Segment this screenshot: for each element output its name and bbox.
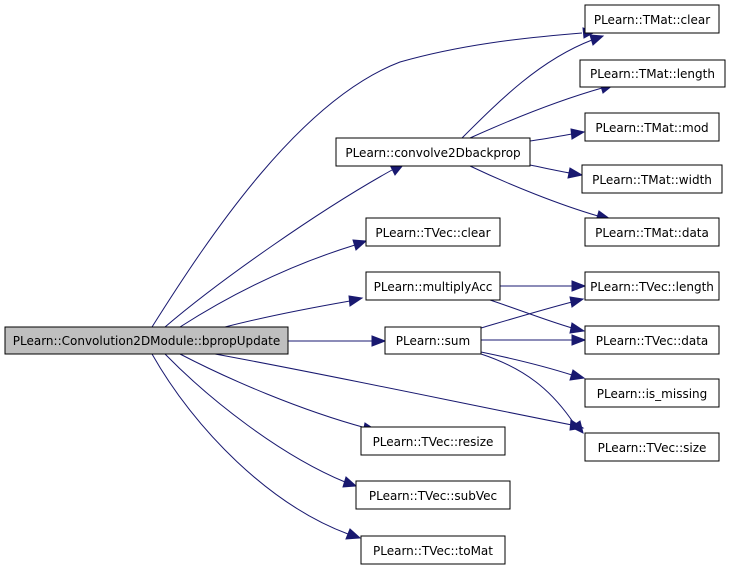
edge-bpropupdate-to-multiplyacc: [224, 295, 364, 328]
node-label: PLearn::TVec::resize: [373, 435, 494, 449]
node-label: PLearn::TMat::width: [592, 173, 712, 187]
edge-sum-to-tvec-data: [481, 334, 587, 346]
node-tvec-resize[interactable]: PLearn::TVec::resize: [360, 426, 506, 456]
node-tmat-mod[interactable]: PLearn::TMat::mod: [584, 112, 720, 142]
node-convolution2dmodule-bpropupdate[interactable]: PLearn::Convolution2DModule::bpropUpdate: [4, 326, 289, 355]
edge-sum-to-tvec-length: [480, 296, 585, 329]
node-tvec-size[interactable]: PLearn::TVec::size: [584, 432, 720, 462]
node-tvec-tomat[interactable]: PLearn::TVec::toMat: [360, 535, 506, 565]
node-tvec-subvec[interactable]: PLearn::TVec::subVec: [355, 480, 511, 510]
node-is-missing[interactable]: PLearn::is_missing: [584, 378, 720, 408]
edge-sum-to-is-missing: [480, 351, 586, 381]
node-convolve2dbackprop[interactable]: PLearn::convolve2Dbackprop: [335, 137, 531, 167]
edge-convolve2dbackprop-to-tmat-width: [529, 164, 584, 179]
edge-multiplyacc-to-tvec-data: [489, 299, 586, 334]
node-label: PLearn::TMat::mod: [595, 121, 708, 135]
edge-sum-to-tvec-size: [480, 353, 584, 434]
node-label: PLearn::is_missing: [597, 387, 708, 401]
node-tmat-clear[interactable]: PLearn::TMat::clear: [584, 4, 720, 34]
node-label: PLearn::TVec::toMat: [373, 544, 493, 558]
node-label: PLearn::convolve2Dbackprop: [345, 146, 520, 160]
edge-bpropupdate-to-tvec-size: [214, 353, 585, 431]
node-tvec-length[interactable]: PLearn::TVec::length: [584, 271, 720, 301]
edge-bpropupdate-to-tvec-tomat: [151, 353, 362, 540]
node-label: PLearn::TVec::size: [598, 441, 707, 455]
node-tvec-clear[interactable]: PLearn::TVec::clear: [365, 217, 501, 247]
node-label: PLearn::TMat::clear: [594, 13, 710, 27]
node-label: PLearn::TMat::length: [590, 67, 715, 81]
edge-bpropupdate-to-sum: [288, 335, 387, 347]
node-multiplyacc[interactable]: PLearn::multiplyAcc: [365, 271, 501, 301]
node-tmat-length[interactable]: PLearn::TMat::length: [579, 59, 726, 88]
node-label: PLearn::TVec::subVec: [369, 489, 497, 503]
nodes: PLearn::Convolution2DModule::bpropUpdate…: [4, 4, 726, 565]
edge-bpropupdate-to-tvec-subvec: [164, 353, 358, 488]
node-tmat-data[interactable]: PLearn::TMat::data: [584, 217, 720, 247]
edge-multiplyacc-to-tvec-length: [500, 280, 587, 292]
node-tvec-data[interactable]: PLearn::TVec::data: [584, 325, 720, 355]
node-label: PLearn::TVec::data: [596, 334, 709, 348]
edges: [151, 27, 615, 540]
edge-convolve2dbackprop-to-tmat-mod: [529, 128, 586, 142]
node-label: PLearn::sum: [396, 334, 470, 348]
node-label: PLearn::multiplyAcc: [374, 280, 493, 294]
node-label: PLearn::TVec::clear: [375, 226, 490, 240]
node-label: PLearn::Convolution2DModule::bpropUpdate: [13, 334, 280, 348]
node-sum[interactable]: PLearn::sum: [384, 326, 482, 355]
node-tmat-width[interactable]: PLearn::TMat::width: [581, 164, 723, 194]
node-label: PLearn::TMat::data: [595, 226, 709, 240]
edge-bpropupdate-to-tvec-clear: [179, 239, 368, 328]
edge-convolve2dbackprop-to-tmat-clear: [461, 34, 605, 139]
node-label: PLearn::TVec::length: [590, 280, 714, 294]
